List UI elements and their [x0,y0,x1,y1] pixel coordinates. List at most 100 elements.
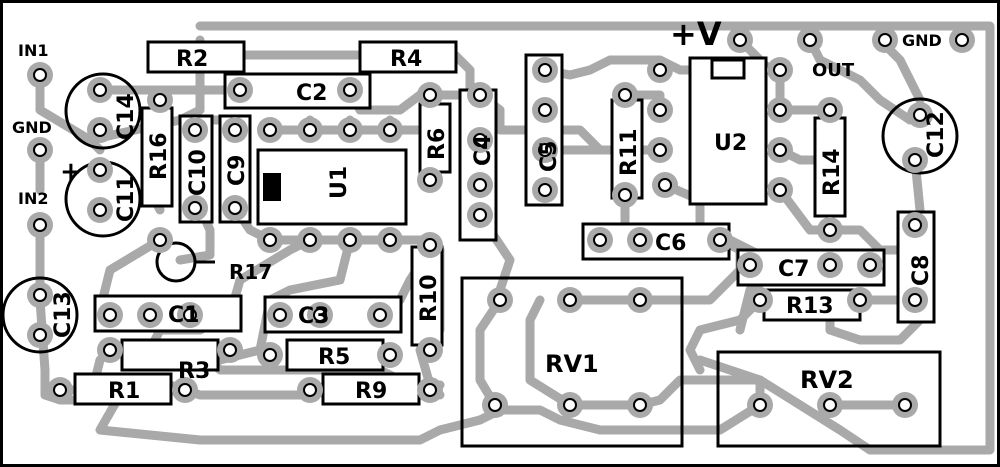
r14-outline [813,116,847,218]
c1-label: C1 [168,303,199,328]
r9-label: R9 [355,379,387,404]
drill-hole [908,293,922,307]
rv2-label: RV2 [800,366,854,394]
r17-label: R17 [229,260,272,284]
c12-label: C12 [924,111,949,158]
u2-label: U2 [714,131,747,156]
drill-hole [343,233,357,247]
drill-hole [263,123,277,137]
drill-hole [908,218,922,232]
drill-hole [103,343,117,357]
rv1-label: RV1 [545,350,599,378]
drill-hole [913,108,927,122]
drill-hole [343,123,357,137]
drill-hole [473,133,487,147]
drill-hole [773,183,787,197]
c13-label: C13 [51,291,76,338]
c8-label: C8 [909,255,934,286]
r16-label: R16 [147,132,172,180]
in2-label: IN2 [18,189,48,208]
drill-hole [263,348,277,362]
drill-hole [303,383,317,397]
out-label: OUT [812,60,855,81]
c14-outline [64,72,142,150]
pads [27,27,975,418]
drill-hole [823,223,837,237]
rv2-outline [716,350,942,448]
u1-outline [256,148,408,226]
drill-hole [93,123,107,137]
u2-outline [688,56,768,206]
drill-hole [955,33,969,47]
drill-hole [373,308,387,322]
c11-label: C11 [114,175,139,222]
drill-hole [773,143,787,157]
drill-hole [538,63,552,77]
drill-hole [473,178,487,192]
drill-hole [713,233,727,247]
drill-hole [538,103,552,117]
c2-label: C2 [296,81,327,106]
drill-hole [153,233,167,247]
r3-label: R3 [178,359,210,384]
vplus-label: +V [670,15,722,53]
drill-hole [658,178,672,192]
drill-hole [33,143,47,157]
drill-hole [273,308,287,322]
drill-hole [313,308,327,322]
drill-hole [228,123,242,137]
drill-hole [228,201,242,215]
r10-outline [410,245,444,347]
drill-hole [223,343,237,357]
drill-hole [33,328,47,342]
drill-hole [753,398,767,412]
c7-label: C7 [778,257,809,282]
drill-hole [653,63,667,77]
drill-hole [618,188,632,202]
drill-hole [733,33,747,47]
drill-hole [853,293,867,307]
c4-label: C4 [471,135,496,166]
u1-notch [263,173,281,201]
rv1-outline [460,276,684,448]
gnd-left-label: GND [12,118,52,137]
drill-hole [188,201,202,215]
drill-hole [908,153,922,167]
u1-label: U1 [327,166,352,199]
drill-hole [303,233,317,247]
drill-hole [538,143,552,157]
drill-hole [593,233,607,247]
drill-hole [473,88,487,102]
drill-hole [898,398,912,412]
drill-hole [823,258,837,272]
r4-outline [358,40,458,74]
drill-hole [423,383,437,397]
drill-hole [743,258,757,272]
drill-hole [178,383,192,397]
drill-hole [633,293,647,307]
gnd-right-label: GND [902,31,942,50]
drill-hole [823,103,837,117]
r10-label: R10 [417,274,442,322]
drill-hole [383,348,397,362]
c3-label: C3 [298,304,329,329]
drill-hole [633,398,647,412]
r11-label: R11 [617,128,642,176]
drill-hole [383,123,397,137]
drill-hole [93,83,107,97]
drill-hole [633,233,647,247]
drill-hole [53,383,67,397]
drill-hole [383,233,397,247]
drill-hole [183,308,197,322]
drill-hole [93,203,107,217]
drill-hole [423,88,437,102]
r4-label: R4 [390,47,422,72]
r2-outline [146,40,246,74]
drill-hole [303,123,317,137]
c11-polarity-mark: + [60,157,82,187]
drill-hole [493,293,507,307]
c5-label: C5 [537,141,562,172]
r1-outline [73,372,173,406]
drill-hole [878,33,892,47]
